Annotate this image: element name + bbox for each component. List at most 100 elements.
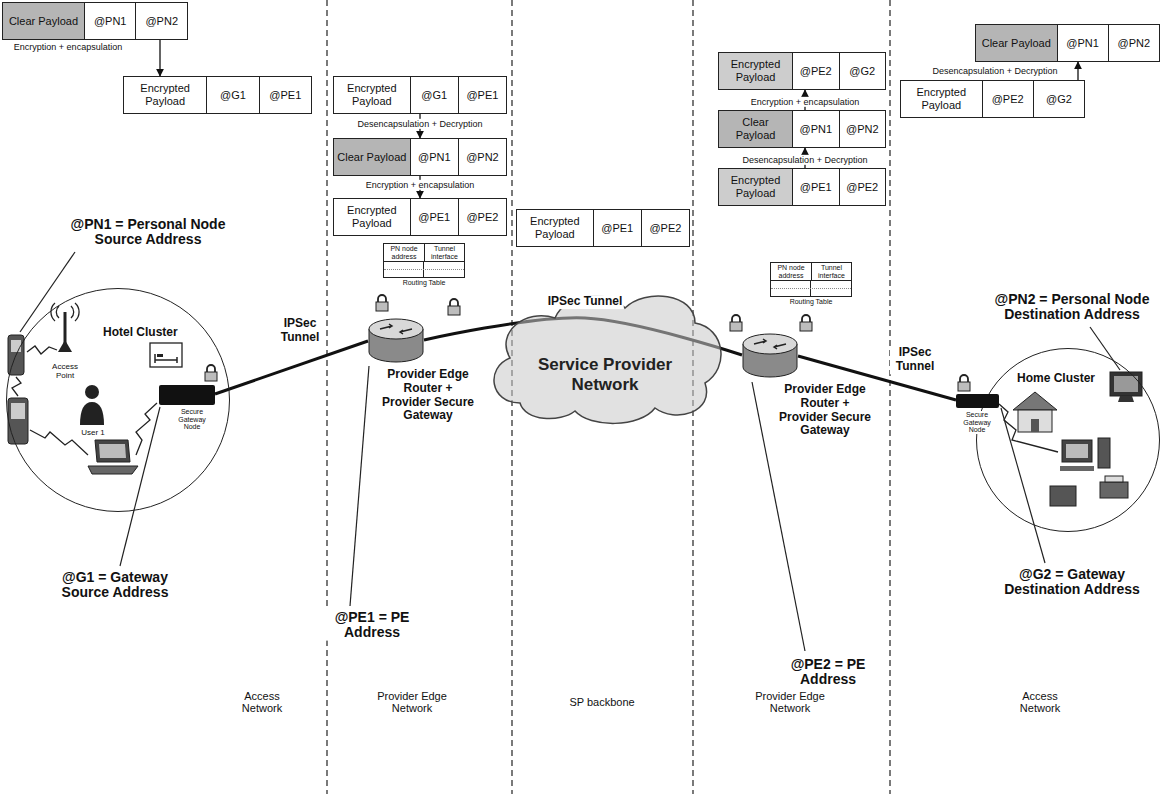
house-icon	[1031, 419, 1039, 432]
label: Provider Edge Network	[745, 690, 835, 714]
user-icon	[80, 385, 104, 425]
wireless-link	[999, 404, 1058, 452]
packet-field: Encrypted Payload	[124, 77, 206, 113]
packet-field: @PN2	[1108, 25, 1159, 61]
zone-divider	[326, 0, 327, 794]
lock-icon	[205, 365, 217, 381]
label: @PE2 = PE Address	[778, 657, 878, 688]
lock-icon	[800, 322, 812, 331]
packet-box: Encrypted Payload@PE2@G2	[900, 80, 1085, 118]
label: SP backbone	[552, 696, 652, 708]
table-row	[771, 281, 851, 288]
label: @G2 = Gateway Destination Address	[982, 567, 1162, 598]
connector	[159, 40, 160, 76]
access-point-icon	[58, 340, 72, 352]
packet-field: @PE2	[982, 81, 1033, 117]
packet-field: @PE2	[839, 169, 885, 205]
edge-label: IPSec Tunnel	[546, 295, 624, 309]
routing-table: PN node addressTunnel interfaceRouting T…	[770, 262, 852, 297]
table-header-row: PN node addressTunnel interface	[771, 263, 851, 281]
router-arrows	[754, 339, 786, 349]
printer-icon	[1105, 476, 1123, 482]
packet-field: @PE1	[259, 77, 311, 113]
packet-box: Clear Payload@PN1@PN2	[333, 138, 507, 176]
packet-field: @PN1	[1057, 25, 1108, 61]
packet-box: Clear Payload@PN1@PN2	[975, 24, 1160, 62]
label: Provider Edge Network	[367, 690, 457, 714]
edge-label: Desencapsulation + Decryption	[741, 155, 870, 165]
packet-box: Encrypted Payload@G1@PE1	[333, 76, 507, 114]
desktop-icon	[1060, 438, 1110, 471]
table-caption: Routing Table	[374, 279, 474, 287]
edge-label: Desencapsulation + Decryption	[356, 119, 485, 129]
cloud-outline	[494, 296, 721, 424]
edge-label: Encryption + encapsulation	[749, 97, 861, 107]
edge-label: IPSec Tunnel	[275, 317, 325, 345]
table-header-row: PN node addressTunnel interface	[384, 244, 464, 262]
desktop-icon	[1066, 444, 1088, 458]
label: @PN2 = Personal Node Destination Address	[982, 292, 1162, 323]
packet-field: @G1	[206, 77, 258, 113]
packet-field: @PE1	[792, 169, 838, 205]
packet-field: @PE1	[458, 77, 506, 113]
lock-icon	[732, 315, 740, 322]
packet-box: Clear Payload@PN1@PN2	[718, 110, 886, 148]
label: Access Point	[45, 363, 85, 381]
packet-box: Clear Payload@PN1@PN2	[2, 2, 188, 40]
label: Access Network	[1010, 690, 1070, 714]
laptop-icon	[88, 466, 138, 474]
router-icon	[368, 318, 424, 364]
routing-table: PN node addressTunnel interfaceRouting T…	[383, 243, 465, 278]
table-row	[771, 288, 851, 296]
zone-divider	[889, 0, 890, 794]
packet-field: Encrypted Payload	[334, 199, 410, 235]
edge-label: Encryption + encapsulation	[364, 180, 476, 190]
router-node: Provider Edge Router + Provider Secure G…	[368, 318, 424, 364]
cluster-name: Home Cluster	[1017, 371, 1095, 385]
phone-icon	[8, 335, 28, 444]
packet-field: Clear Payload	[719, 111, 792, 147]
connector	[215, 341, 368, 394]
lock-icon	[730, 315, 742, 331]
router-node: Provider Edge Router + Provider Secure G…	[742, 333, 798, 379]
desktop-icon	[1062, 440, 1092, 462]
packet-field: @PN1	[84, 3, 136, 39]
lock-icon	[448, 306, 460, 315]
lock-icon	[958, 382, 970, 391]
packet-field: Encrypted Payload	[719, 169, 792, 205]
house-icon	[1018, 410, 1052, 432]
packet-field: @PE2	[792, 53, 838, 89]
table-row	[384, 262, 464, 269]
laptop-icon	[95, 440, 130, 462]
leader-line	[120, 407, 160, 566]
leader-line	[350, 366, 369, 606]
packet-field: @G2	[839, 53, 885, 89]
house-icon	[1013, 392, 1057, 410]
lock-icon	[376, 302, 388, 311]
packet-box: Encrypted Payload@PE1@PE2	[718, 168, 886, 206]
packet-box: Encrypted Payload@PE2@G2	[718, 52, 886, 90]
lock-icon	[205, 372, 217, 381]
laptop-icon	[99, 444, 126, 458]
table-header: PN node address	[771, 263, 811, 280]
lock-icon	[958, 375, 970, 391]
packet-box: Encrypted Payload@PE1@PE2	[516, 209, 690, 247]
gateway-node: Secure Gateway Node	[956, 394, 999, 408]
house-icon	[1013, 392, 1057, 432]
printer-icon	[1100, 482, 1128, 498]
cluster-circle: Hotel ClusterSecure Gateway Node	[6, 288, 230, 512]
table-header: Tunnel interface	[424, 244, 464, 261]
user-icon	[80, 402, 104, 425]
zone-divider	[327, 0, 890, 794]
desktop-icon	[1098, 438, 1110, 468]
label: Access Network	[232, 690, 292, 714]
leader-line	[1090, 327, 1120, 370]
phone-icon	[11, 340, 21, 352]
table-header: PN node address	[384, 244, 424, 261]
phone-icon	[8, 398, 28, 444]
label: User 1	[73, 429, 113, 438]
cluster-name: Hotel Cluster	[103, 325, 178, 339]
lock-icon	[448, 299, 460, 315]
